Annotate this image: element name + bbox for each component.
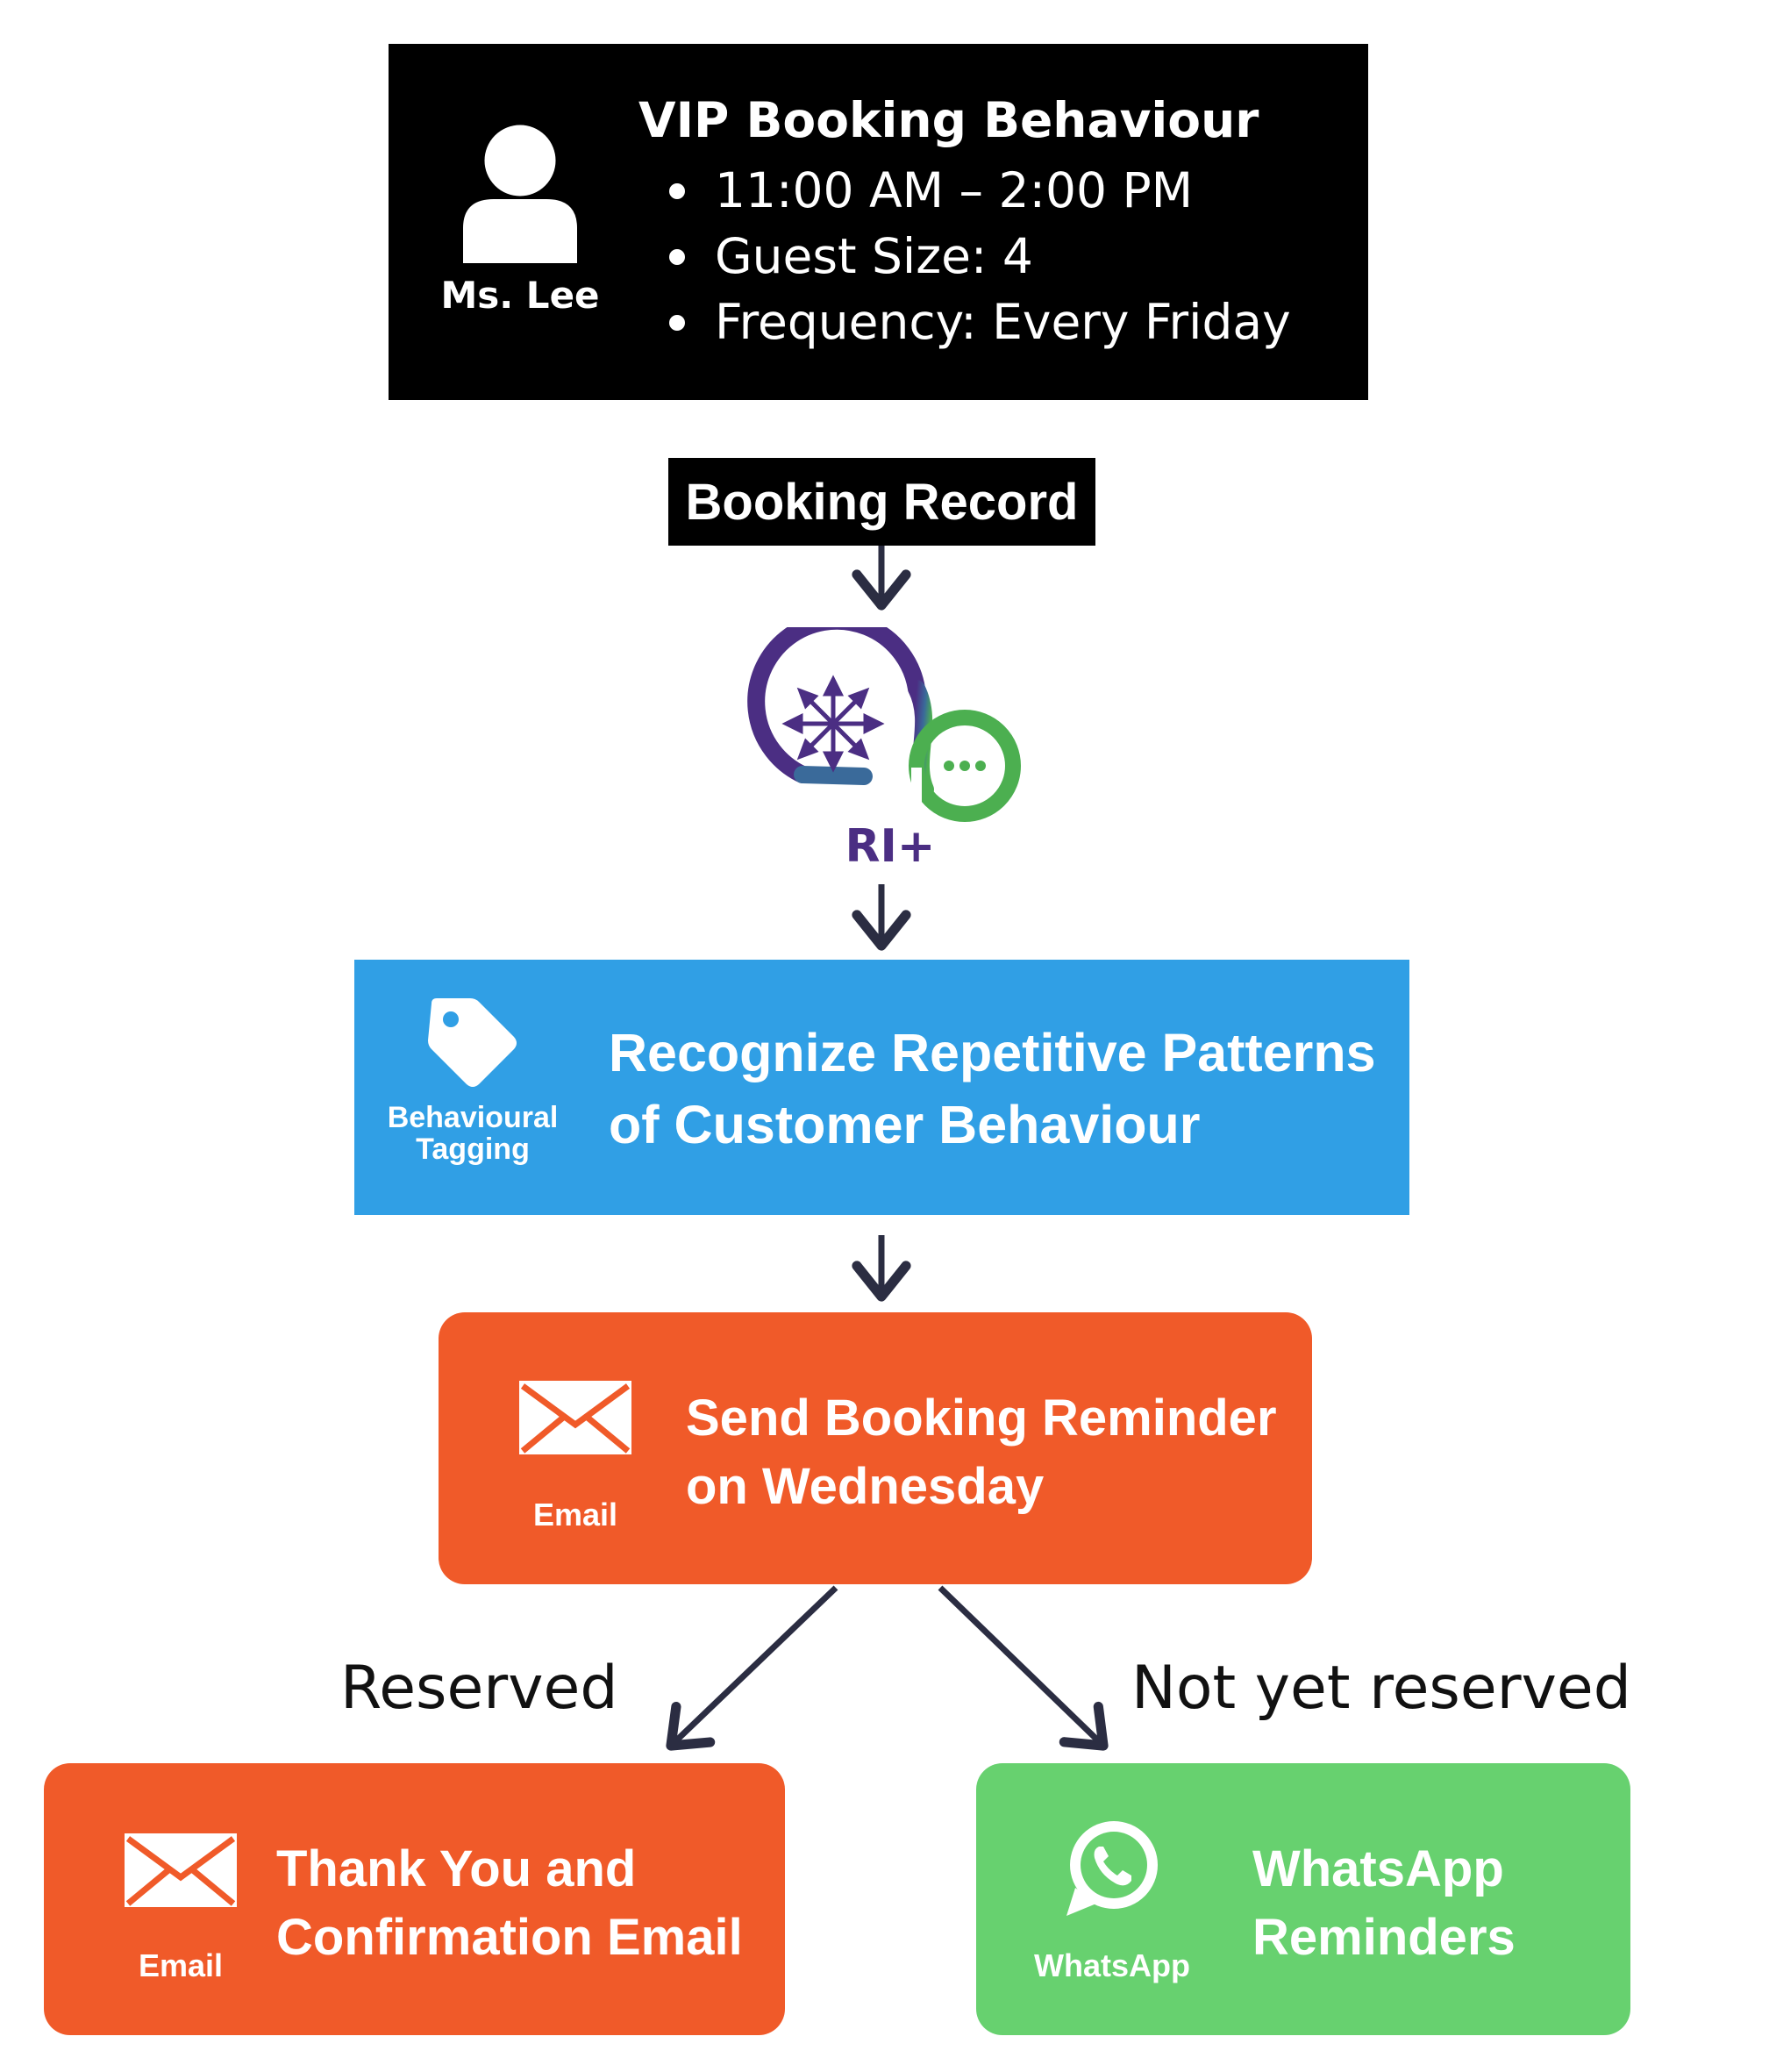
- tagging-line1: Recognize Repetitive Patterns: [609, 1023, 1376, 1082]
- arrow-reminder-to-whatsapp: [938, 1585, 1109, 1751]
- behavioural-tagging-box: Behavioural Tagging Recognize Repetitive…: [354, 960, 1409, 1215]
- envelope-icon: [519, 1381, 631, 1454]
- tagging-line2: of Customer Behaviour: [609, 1095, 1201, 1154]
- booking-record-box: Booking Record: [668, 458, 1095, 546]
- thank-you-line2: Confirmation Email: [276, 1909, 743, 1966]
- thank-you-description: Thank You and Confirmation Email: [276, 1835, 743, 1972]
- thank-you-line1: Thank You and: [276, 1840, 637, 1897]
- arrow-reminder-to-thanks: [666, 1585, 838, 1751]
- whatsapp-line1: WhatsApp: [1252, 1840, 1504, 1897]
- vip-guest-size: Guest Size: 4: [715, 228, 1033, 284]
- branch-label-reserved: Reserved: [340, 1654, 618, 1723]
- bullet: [669, 315, 685, 331]
- vip-booking-card: Ms. Lee VIP Booking Behaviour 11:00 AM –…: [389, 44, 1368, 400]
- ri-plus-logo-icon: [747, 627, 1021, 822]
- vip-frequency: Frequency: Every Friday: [715, 294, 1291, 350]
- tag-icon: [428, 998, 517, 1087]
- booking-record-label: Booking Record: [685, 473, 1079, 531]
- vip-time-window: 11:00 AM – 2:00 PM: [715, 162, 1194, 218]
- tag-icon-label: Behavioural Tagging: [372, 1102, 574, 1165]
- whatsapp-line2: Reminders: [1252, 1909, 1516, 1966]
- branch-label-not-reserved: Not yet reserved: [1131, 1654, 1631, 1723]
- ri-plus-logo-label: RI+: [845, 820, 936, 873]
- email-icon-label: Email: [138, 1947, 224, 1983]
- whatsapp-icon-label: WhatsApp: [1034, 1947, 1190, 1983]
- bullet: [669, 249, 685, 265]
- list-item: Frequency: Every Friday: [669, 289, 1291, 355]
- tag-icon-label-line2: Tagging: [416, 1132, 530, 1166]
- list-item: 11:00 AM – 2:00 PM: [669, 158, 1291, 224]
- tag-icon-label-line1: Behavioural: [387, 1101, 559, 1134]
- thank-you-email-box: Email Thank You and Confirmation Email: [44, 1763, 785, 2035]
- whatsapp-reminders-box: WhatsApp WhatsApp Reminders: [976, 1763, 1630, 2035]
- email-icon-label: Email: [532, 1497, 618, 1533]
- whatsapp-icon: [1066, 1821, 1158, 1916]
- reminder-line2: on Wednesday: [686, 1458, 1045, 1515]
- list-item: Guest Size: 4: [669, 224, 1291, 289]
- customer-name: Ms. Lee: [440, 274, 600, 317]
- booking-reminder-box: Email Send Booking Reminder on Wednesday: [439, 1312, 1312, 1584]
- bullet: [669, 183, 685, 199]
- whatsapp-description: WhatsApp Reminders: [1252, 1835, 1516, 1972]
- reminder-line1: Send Booking Reminder: [686, 1390, 1277, 1447]
- vip-behaviour-list: 11:00 AM – 2:00 PM Guest Size: 4 Frequen…: [669, 158, 1291, 355]
- envelope-icon: [125, 1833, 237, 1907]
- reminder-description: Send Booking Reminder on Wednesday: [686, 1384, 1277, 1521]
- user-icon: [463, 122, 577, 263]
- vip-card-title: VIP Booking Behaviour: [638, 92, 1259, 148]
- tagging-description: Recognize Repetitive Patterns of Custome…: [609, 1017, 1376, 1161]
